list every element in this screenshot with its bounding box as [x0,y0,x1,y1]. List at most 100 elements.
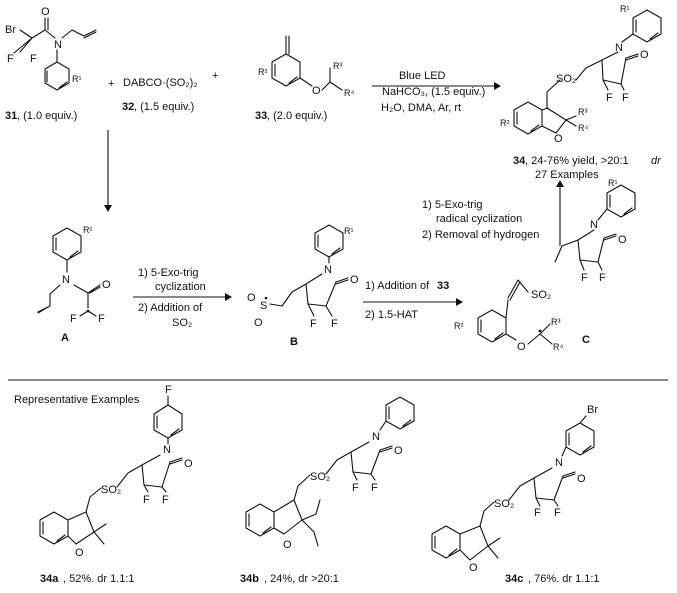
example-34c-id: 34c [505,573,523,585]
atom-o: O [577,473,586,485]
step-b-c-1: 1) Addition of [365,280,430,292]
atom-n: N [615,42,623,54]
atom-f: F [165,384,172,396]
atom-n: N [324,264,332,276]
atom-o: O [41,6,50,18]
radical-dot [264,296,268,300]
r1-label: R¹ [620,4,630,14]
atom-o: O [517,341,526,353]
atom-f: F [554,507,561,519]
compound-32-id: 32 [122,101,134,113]
intermediate-a-structure: R¹ N O F F [37,225,111,325]
intermediate-b-structure: R¹ N O S O O F F [247,224,359,330]
atom-br: Br [5,24,16,36]
atom-o: O [247,292,256,304]
r4-label: R⁴ [578,123,588,133]
step-b-c-2: 2) 1.5-HAT [365,309,418,321]
atom-f: F [622,92,629,104]
r1-label: R¹ [83,225,93,235]
atom-f: F [352,482,359,494]
atom-f: F [7,53,14,65]
sulfonyl-group: SO₂ [531,289,551,301]
example-34b-id: 34b [240,573,259,585]
step-a-b-2: 2) Addition of [138,302,203,314]
atom-s: S [260,300,267,312]
compound-32-equiv: , (1.5 equiv.) [134,101,194,113]
atom-f: F [331,318,338,330]
sulfonyl-group: SO₂ [556,73,576,85]
r1-label: R¹ [344,226,354,236]
sulfonyl-group: SO₂ [101,484,121,496]
step-a-b-1: 1) 5-Exo-trig [138,267,199,279]
product-34-dr: dr [651,155,662,167]
atom-o: O [312,85,321,97]
atom-o: O [350,274,359,286]
atom-f: F [98,313,105,325]
compound-33-id: 33 [255,110,267,122]
atom-o: O [184,458,193,470]
condition-base: NaHCO₃, (1.5 equiv.) [382,86,485,98]
main-arrowhead [494,82,501,90]
product-34-examples: 27 Examples [535,169,599,181]
atom-f: F [599,272,606,284]
atom-f: F [70,313,77,325]
plus-sign: + [108,78,114,90]
plus-sign: + [212,70,218,82]
r1-label: R¹ [72,74,82,84]
atom-o: O [618,234,627,246]
atom-n: N [590,219,598,231]
example-34c-text: , 76%. dr 1.1:1 [528,573,600,585]
atom-n: N [555,457,563,469]
sulfonyl-group: SO₂ [310,471,330,483]
compound-31-equiv: , (1.0 equiv.) [17,110,77,122]
step-c-34-1: 1) 5-Exo-trig [422,199,483,211]
compound-31-caption: 31 , (1.0 equiv.) [5,110,77,122]
radical-dot [538,329,542,333]
intermediate-a-label: A [61,332,69,344]
example-34b-structure: N O SO₂ F F O [245,396,415,551]
condition-blue-led: Blue LED [399,70,446,82]
r4-label: R⁴ [553,342,563,352]
atom-f: F [371,482,378,494]
product-34-id: 34 [513,155,526,167]
arrowhead [456,298,463,306]
atom-br: Br [587,404,598,416]
compound-33-equiv: , (2.0 equiv.) [267,110,327,122]
example-34b-text: , 24%, dr >20:1 [264,573,339,585]
step-c-34-1b: radical cyclization [436,213,522,225]
r3-label: R³ [551,317,561,327]
r2-label: R² [258,67,268,77]
compound-31-structure: Br F F O N R¹ [5,6,97,91]
atom-f: F [30,53,37,65]
example-34c-structure: Br N O SO₂ F F O [431,404,598,574]
atom-n: N [372,431,380,443]
intermediate-c-structure: R¹ N O F F SO₂ R² O R³ R⁴ [454,178,636,353]
atom-n: N [163,444,171,456]
atom-o: O [394,445,403,457]
atom-n: N [54,39,62,51]
r3-label: R³ [333,61,343,71]
atom-o: O [640,49,649,61]
atom-f: F [143,494,150,506]
compound-33-structure: R² O R³ R⁴ [258,35,354,98]
example-34a-id: 34a [40,573,59,585]
atom-f: F [606,92,613,104]
intermediate-c-label: C [582,334,590,346]
r1-label: R¹ [608,178,618,188]
sulfonyl-group: SO₂ [494,498,514,510]
atom-o: O [75,547,84,559]
arrowhead [225,293,232,301]
r4-label: R⁴ [344,88,354,98]
arrowhead [104,205,112,212]
intermediate-b-label: B [290,336,298,348]
atom-f: F [581,272,588,284]
step-b-c-1b: 33 [437,280,449,292]
compound-31-id: 31 [5,110,17,122]
atom-o: O [102,279,111,291]
atom-o: O [469,562,478,574]
condition-solvent: H₂O, DMA, Ar, rt [381,102,461,114]
product-34-yield: , 24-76% yield, >20:1 [525,155,629,167]
atom-o: O [283,539,292,551]
step-c-34-2: 2) Removal of hydrogen [422,229,539,241]
